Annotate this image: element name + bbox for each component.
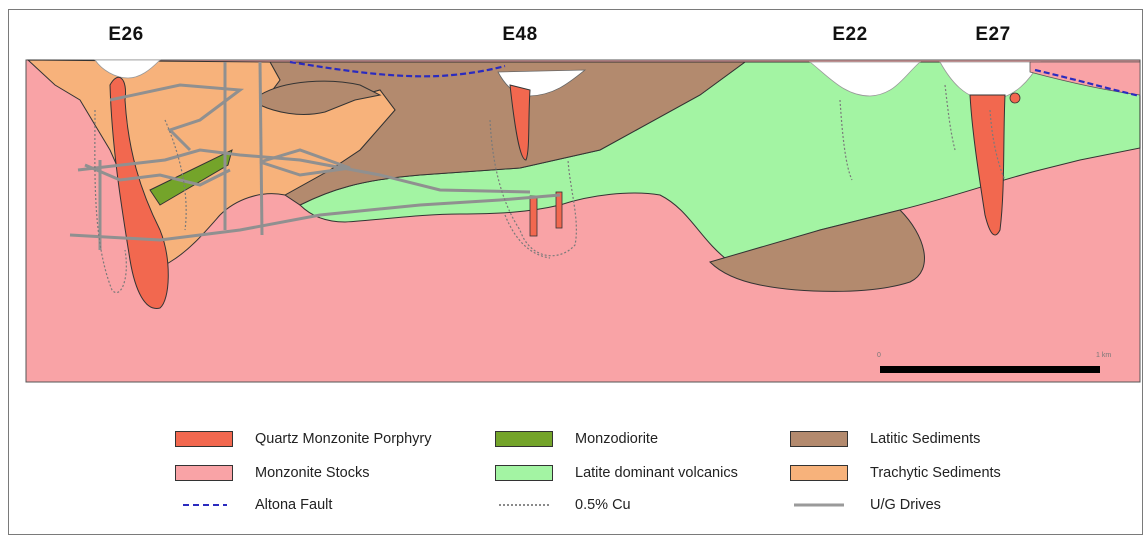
legend-swatch	[495, 431, 553, 447]
legend-label: Latitic Sediments	[870, 431, 980, 447]
legend-label: Latite dominant volcanics	[575, 465, 738, 481]
legend-item-quartz-monzonite-porphyry: Quartz Monzonite Porphyry	[175, 428, 432, 450]
legend-swatch	[790, 431, 848, 447]
legend-swatch	[175, 431, 233, 447]
deposit-label-e48: E48	[502, 24, 537, 46]
scale-bar	[880, 366, 1100, 373]
legend-item-monzonite-stocks: Monzonite Stocks	[175, 462, 369, 484]
solid-line-icon	[790, 497, 848, 513]
porphyry-e48-dyke-1	[530, 196, 537, 236]
legend-label: Altona Fault	[255, 497, 332, 513]
legend-label: 0.5% Cu	[575, 497, 631, 513]
legend-swatch	[175, 465, 233, 481]
legend-item-ug-drives: U/G Drives	[790, 494, 941, 516]
legend-label: Monzodiorite	[575, 431, 658, 447]
legend-label: Trachytic Sediments	[870, 465, 1001, 481]
legend-swatch	[790, 465, 848, 481]
legend-label: U/G Drives	[870, 497, 941, 513]
porphyry-e27-knob	[1010, 93, 1020, 103]
legend-line-swatch	[790, 497, 848, 513]
legend-label: Monzonite Stocks	[255, 465, 369, 481]
legend-item-latite-volcanics: Latite dominant volcanics	[495, 462, 738, 484]
legend-item-monzodiorite: Monzodiorite	[495, 428, 658, 450]
legend-swatch	[495, 465, 553, 481]
legend-label: Quartz Monzonite Porphyry	[255, 431, 432, 447]
legend-line-swatch	[495, 497, 553, 513]
legend-item-cu-grade: 0.5% Cu	[495, 494, 631, 516]
legend: Quartz Monzonite Porphyry Monzodiorite L…	[170, 428, 1050, 524]
deposit-label-e27: E27	[975, 24, 1010, 46]
porphyry-e48-dyke-2	[556, 192, 562, 228]
legend-item-altona-fault: Altona Fault	[175, 494, 332, 516]
scale-start-label: 0	[877, 352, 881, 359]
dotted-line-icon	[495, 497, 553, 513]
deposit-label-e22: E22	[832, 24, 867, 46]
dashed-line-icon	[175, 497, 233, 513]
legend-line-swatch	[175, 497, 233, 513]
scale-end-label: 1 km	[1096, 352, 1111, 359]
deposit-label-e26: E26	[108, 24, 143, 46]
legend-item-trachytic-sediments: Trachytic Sediments	[790, 462, 1001, 484]
legend-item-latitic-sediments: Latitic Sediments	[790, 428, 980, 450]
